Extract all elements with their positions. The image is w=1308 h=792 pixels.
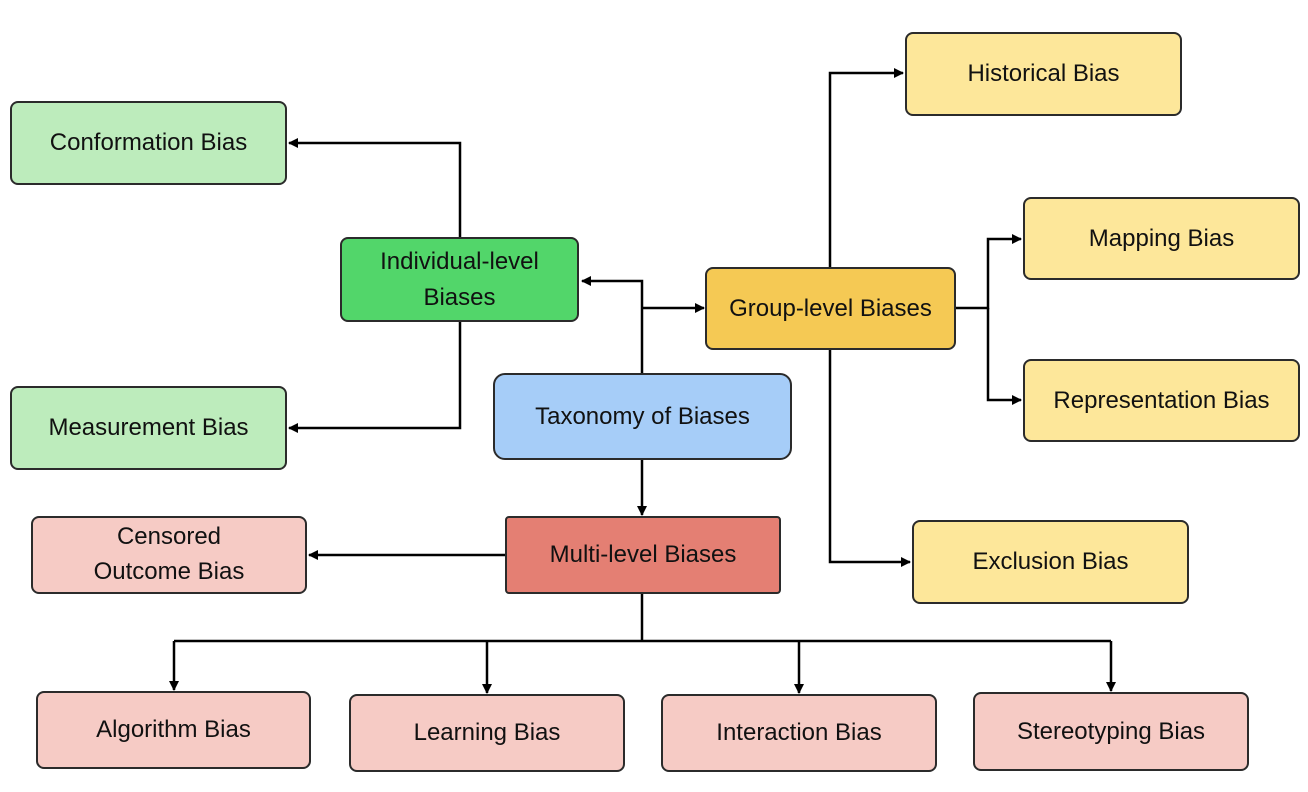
node-stereotyping-bias-label: Stereotyping Bias — [1016, 717, 1206, 745]
node-learning-bias-label: Learning Bias — [413, 719, 561, 746]
edge-group-to-exclusion — [828, 350, 911, 567]
node-historical-bias[interactable]: Historical Bias — [905, 32, 1182, 116]
node-interaction-bias-label: Interaction Bias — [716, 719, 882, 746]
edge-group-to-representation — [986, 308, 1022, 405]
node-algorithm-bias[interactable]: Algorithm Bias — [36, 691, 311, 769]
node-group-level-biases[interactable]: Group-level Biases — [705, 267, 956, 350]
node-individual-level-biases[interactable]: Individual-level Biases — [340, 237, 579, 322]
node-taxonomy-of-biases[interactable]: Taxonomy of Biases — [493, 373, 792, 460]
node-exclusion-bias-label: Exclusion Bias — [972, 548, 1129, 575]
node-mapping-bias-label: Mapping Bias — [1088, 224, 1235, 252]
node-group-level-biases-label: Group-level Biases — [729, 294, 932, 322]
node-conformation-bias[interactable]: Conformation Bias — [10, 101, 287, 185]
node-multi-level-biases[interactable]: Multi-level Biases — [505, 516, 781, 594]
node-censored-outcome-bias[interactable]: Censored Outcome Bias — [31, 516, 307, 594]
node-algorithm-bias-label: Algorithm Bias — [96, 716, 251, 743]
node-representation-bias[interactable]: Representation Bias — [1023, 359, 1300, 442]
node-learning-bias[interactable]: Learning Bias — [349, 694, 625, 772]
edge-group-to-mapping — [956, 234, 1022, 310]
node-mapping-bias[interactable]: Mapping Bias — [1023, 197, 1300, 280]
node-multi-level-biases-label: Multi-level Biases — [549, 541, 737, 568]
node-historical-bias-label: Historical Bias — [967, 60, 1120, 87]
node-interaction-bias[interactable]: Interaction Bias — [661, 694, 937, 772]
node-exclusion-bias[interactable]: Exclusion Bias — [912, 520, 1189, 604]
node-conformation-bias-label: Conformation Bias — [49, 129, 248, 156]
node-censored-outcome-bias-label: Censored Outcome Bias — [93, 523, 245, 585]
edge-individual-to-measurement — [288, 322, 462, 433]
node-measurement-bias-label: Measurement Bias — [48, 414, 249, 441]
node-stereotyping-bias[interactable]: Stereotyping Bias — [973, 692, 1249, 771]
node-individual-level-biases-label: Individual-level Biases — [380, 247, 539, 311]
node-representation-bias-label: Representation Bias — [1053, 386, 1270, 414]
edge-root-to-individual — [581, 276, 644, 373]
node-measurement-bias[interactable]: Measurement Bias — [10, 386, 287, 470]
node-taxonomy-of-biases-label: Taxonomy of Biases — [535, 402, 750, 430]
edge-individual-to-conformation — [288, 138, 462, 237]
edge-group-to-historical — [828, 68, 904, 267]
